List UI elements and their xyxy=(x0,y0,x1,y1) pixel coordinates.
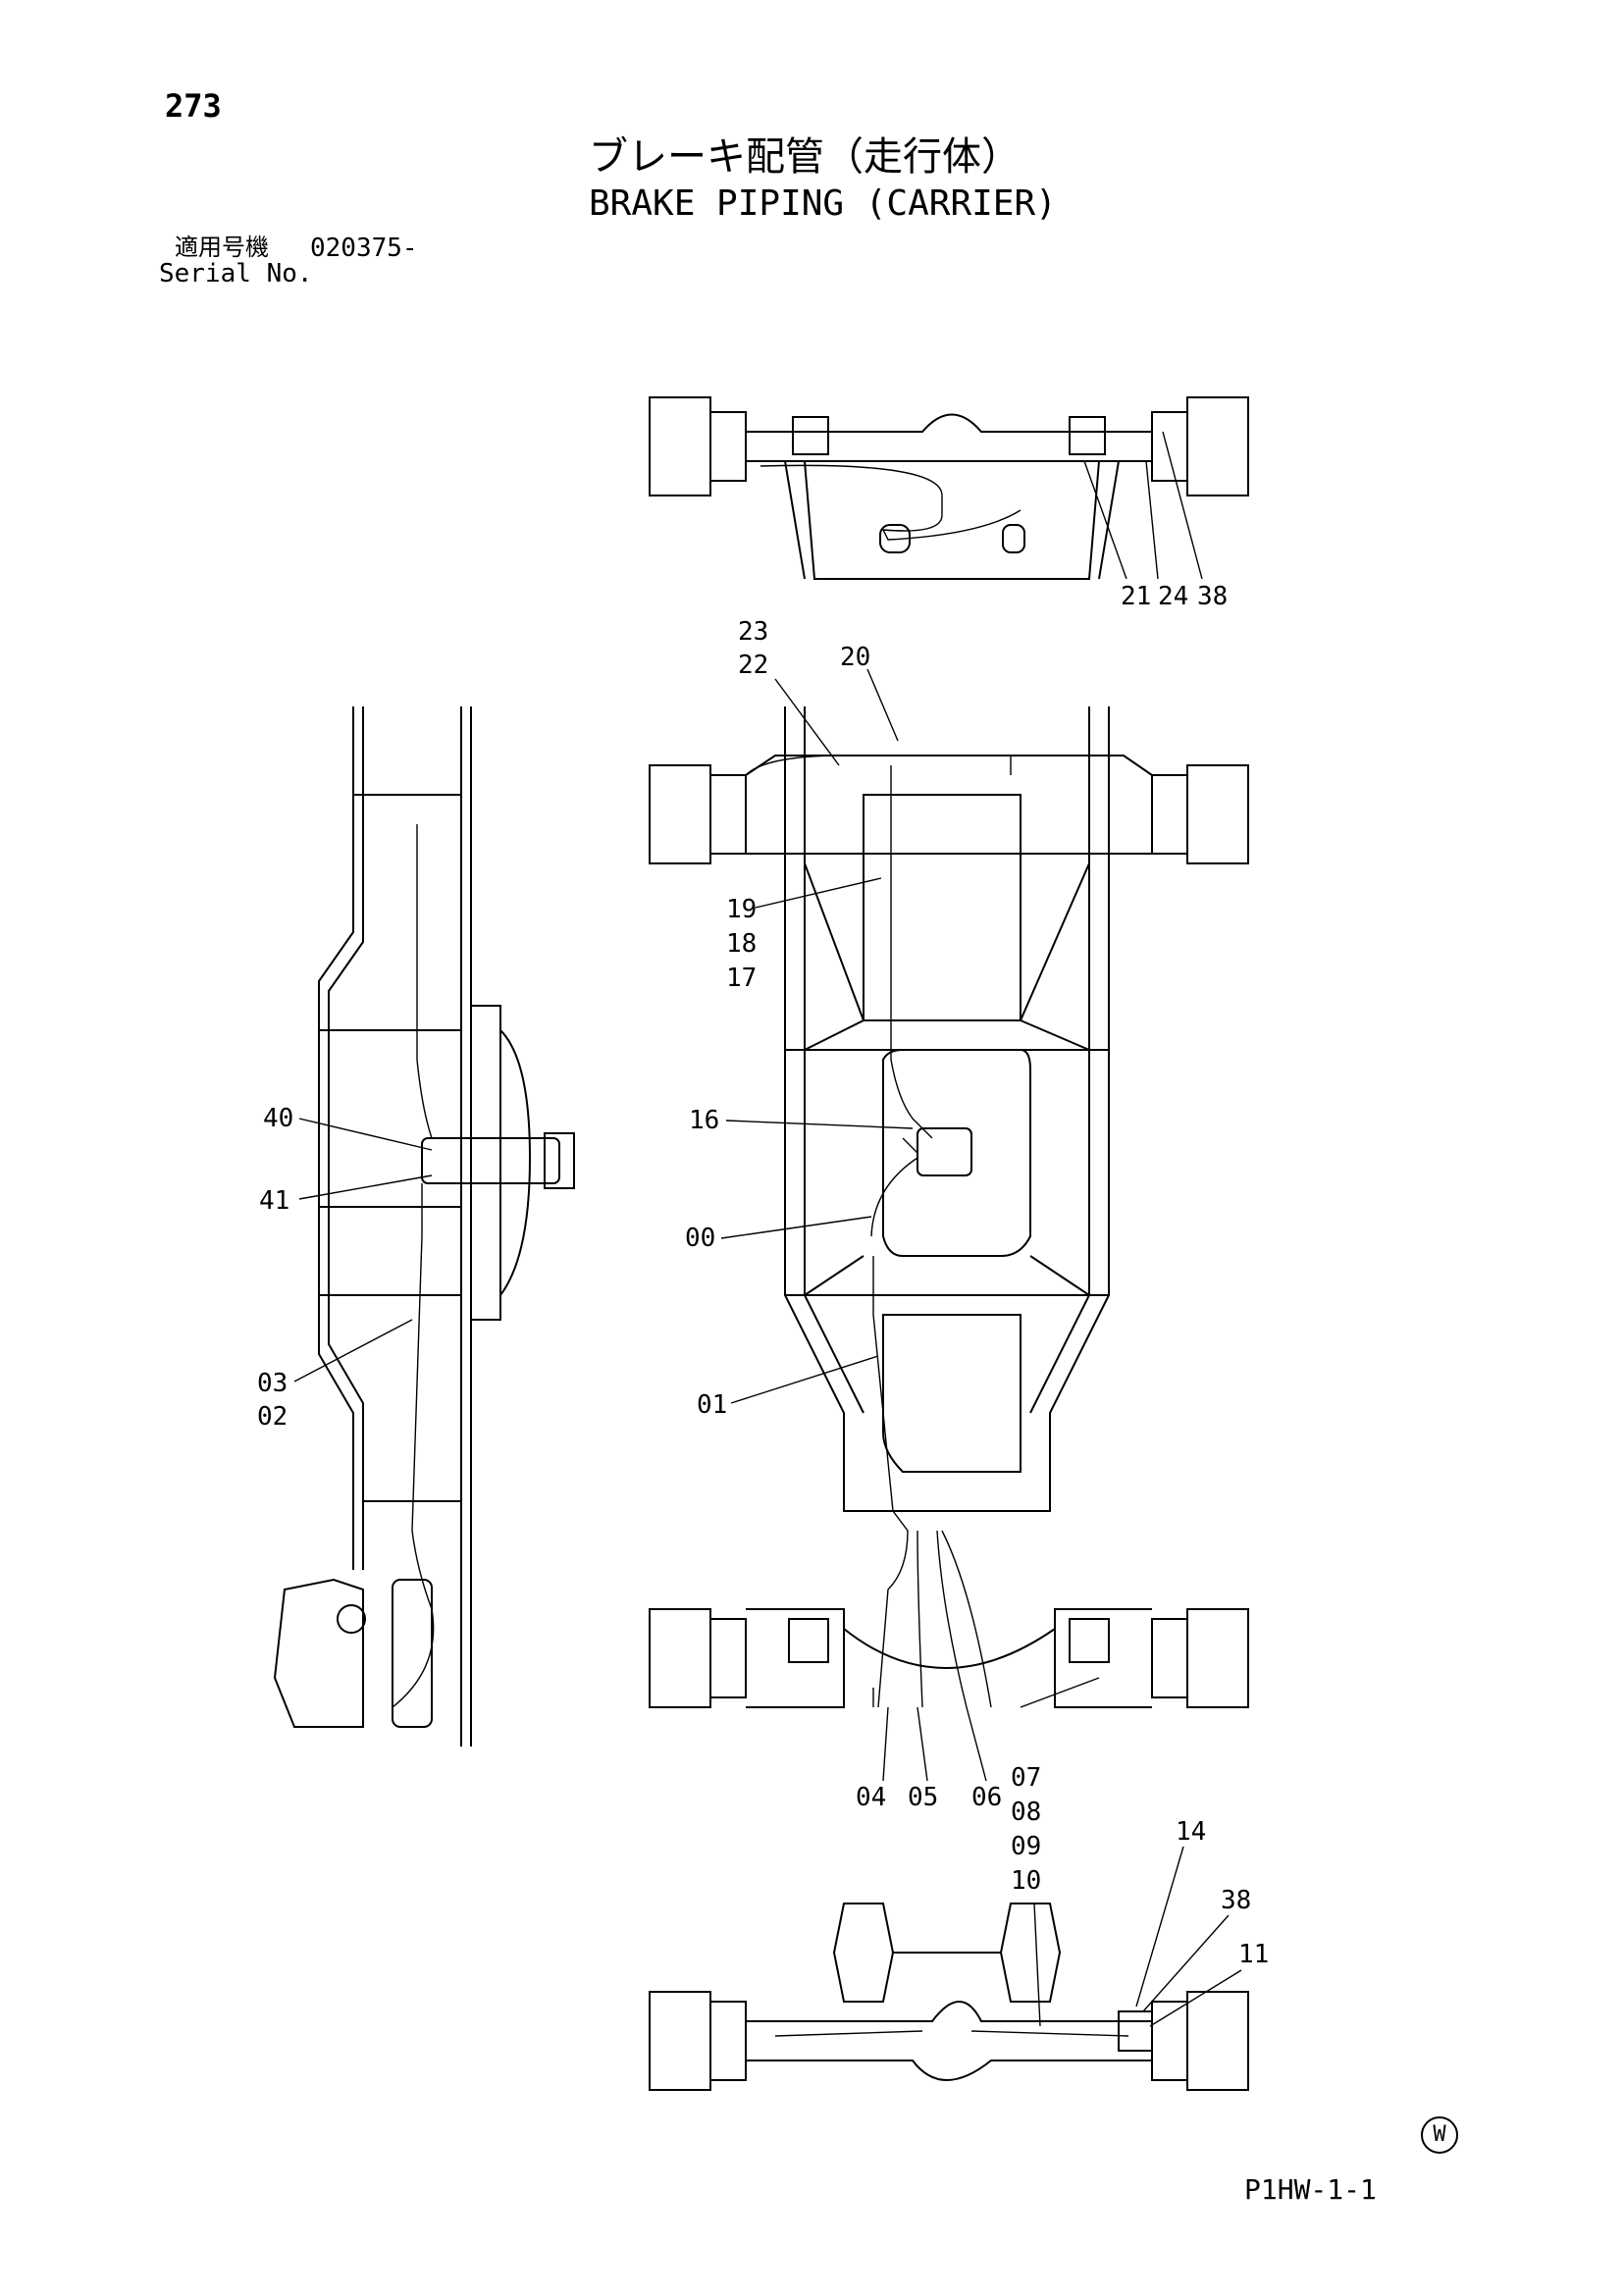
side-frame-left xyxy=(318,706,364,1570)
front-left-wheel xyxy=(649,764,711,864)
callout-08: 08 xyxy=(1011,1798,1041,1827)
rear-right-wheel xyxy=(1186,1608,1249,1708)
side-brake-line xyxy=(392,824,435,1708)
brake-line-rear xyxy=(917,1530,992,1708)
left-wheel xyxy=(649,396,711,496)
rear-hubs xyxy=(710,1618,1187,1698)
chassis-callouts: 23 22 20 19 18 17 16 00 01 xyxy=(685,617,914,1420)
frame-stub xyxy=(804,460,1100,580)
side-bulge xyxy=(499,1029,532,1296)
callout-17: 17 xyxy=(726,964,757,993)
callout-10: 10 xyxy=(1011,1866,1041,1896)
rear-view-brake-line xyxy=(774,2030,1129,2037)
callout-03: 03 xyxy=(257,1369,288,1398)
side-axle-assembly xyxy=(273,1578,364,1728)
callout-24: 24 xyxy=(1158,582,1188,611)
callout-20: 20 xyxy=(840,643,870,672)
callout-22: 22 xyxy=(738,651,768,680)
callout-14: 14 xyxy=(1176,1817,1206,1847)
frame-crossmembers xyxy=(785,1049,1109,1512)
frame-diagonals xyxy=(804,862,1090,1296)
brake-valve xyxy=(917,1127,972,1176)
title-english: BRAKE PIPING (CARRIER) xyxy=(589,183,1057,224)
callout-02: 02 xyxy=(257,1402,288,1432)
chassis-top-view xyxy=(649,706,1249,1708)
frame-stub-braces xyxy=(784,460,1120,580)
rear-left-brake-chamber xyxy=(788,1618,829,1663)
side-spring xyxy=(392,1579,433,1728)
right-wheel xyxy=(1186,396,1249,496)
front-junction xyxy=(879,524,911,553)
front-right-wheel xyxy=(1186,764,1249,864)
callout-40: 40 xyxy=(263,1104,293,1133)
side-frame-right xyxy=(460,706,472,1747)
bottom-callouts: 04 05 06 07 08 09 10 xyxy=(856,1706,1041,1896)
front-valve xyxy=(1002,524,1025,553)
brake-line-rear-left xyxy=(872,1677,1100,1708)
callout-23: 23 xyxy=(738,617,768,647)
rear-view-hubs xyxy=(710,2001,1187,2081)
right-brake-chamber xyxy=(1069,416,1106,455)
frame-inner-rails xyxy=(804,706,1090,1414)
rear-view-right-wheel xyxy=(1186,1991,1249,2091)
rear-axle-callouts: 14 38 11 xyxy=(1033,1817,1269,2027)
callout-06: 06 xyxy=(971,1783,1002,1812)
axle-top-edge xyxy=(746,413,1152,433)
rear-left-wheel xyxy=(649,1608,711,1708)
callout-01: 01 xyxy=(697,1390,727,1420)
rear-axle-beam xyxy=(843,1628,1056,1669)
callout-38: 38 xyxy=(1197,582,1228,611)
left-brake-chamber xyxy=(792,416,829,455)
callout-38b: 38 xyxy=(1221,1886,1251,1915)
rear-view-brake-chamber xyxy=(1118,2010,1153,2052)
callout-04: 04 xyxy=(856,1783,886,1812)
side-crossmembers xyxy=(319,794,461,1502)
rear-right-brake-chamber xyxy=(1069,1618,1110,1663)
callout-16: 16 xyxy=(689,1106,719,1135)
rear-axle-housings xyxy=(746,1608,1152,1708)
callout-05: 05 xyxy=(908,1783,938,1812)
callout-19: 19 xyxy=(726,895,757,924)
brake-valve-hoses xyxy=(870,1137,918,1237)
callout-00: 00 xyxy=(685,1224,715,1253)
frame-panel-middle xyxy=(882,1049,1031,1257)
frame-panel-upper xyxy=(863,794,1022,1021)
side-view xyxy=(273,706,575,1747)
rear-view-left-wheel xyxy=(649,1991,711,2091)
side-valve-cap xyxy=(544,1132,575,1189)
page-code: P1HW-1-1 xyxy=(1244,2173,1377,2206)
brake-line-main xyxy=(745,755,1012,1708)
side-brake-valve xyxy=(421,1137,560,1184)
front-axle-callouts: 21 24 38 xyxy=(1083,431,1228,611)
side-view-callouts: 40 41 03 02 xyxy=(257,1104,433,1432)
title-japanese: ブレーキ配管（走行体） xyxy=(589,134,1021,180)
front-hubs xyxy=(710,774,1187,855)
callout-09: 09 xyxy=(1011,1832,1041,1861)
hubs xyxy=(710,411,1187,482)
rear-view-axle xyxy=(746,2001,1152,2081)
page-number: 273 xyxy=(165,87,222,125)
callout-21: 21 xyxy=(1121,582,1151,611)
serial-label-english: Serial No. xyxy=(159,259,313,288)
frame-panel-lower xyxy=(882,1314,1022,1473)
front-axle-view xyxy=(649,396,1249,580)
callout-07: 07 xyxy=(1011,1763,1041,1793)
side-plate xyxy=(470,1005,501,1321)
rear-axle-view xyxy=(649,1903,1249,2091)
side-pivot xyxy=(337,1604,366,1634)
callout-18: 18 xyxy=(726,929,757,959)
front-brake-hose xyxy=(760,464,1022,541)
serial-number-value: 020375- xyxy=(310,234,418,263)
frame-outer xyxy=(784,706,1110,1512)
callout-11: 11 xyxy=(1238,1940,1269,1969)
serial-label-japanese: 適用号機 xyxy=(175,234,269,261)
w-mark: W xyxy=(1421,2116,1458,2154)
callout-41: 41 xyxy=(259,1186,289,1216)
front-axle-beam xyxy=(745,755,1153,855)
